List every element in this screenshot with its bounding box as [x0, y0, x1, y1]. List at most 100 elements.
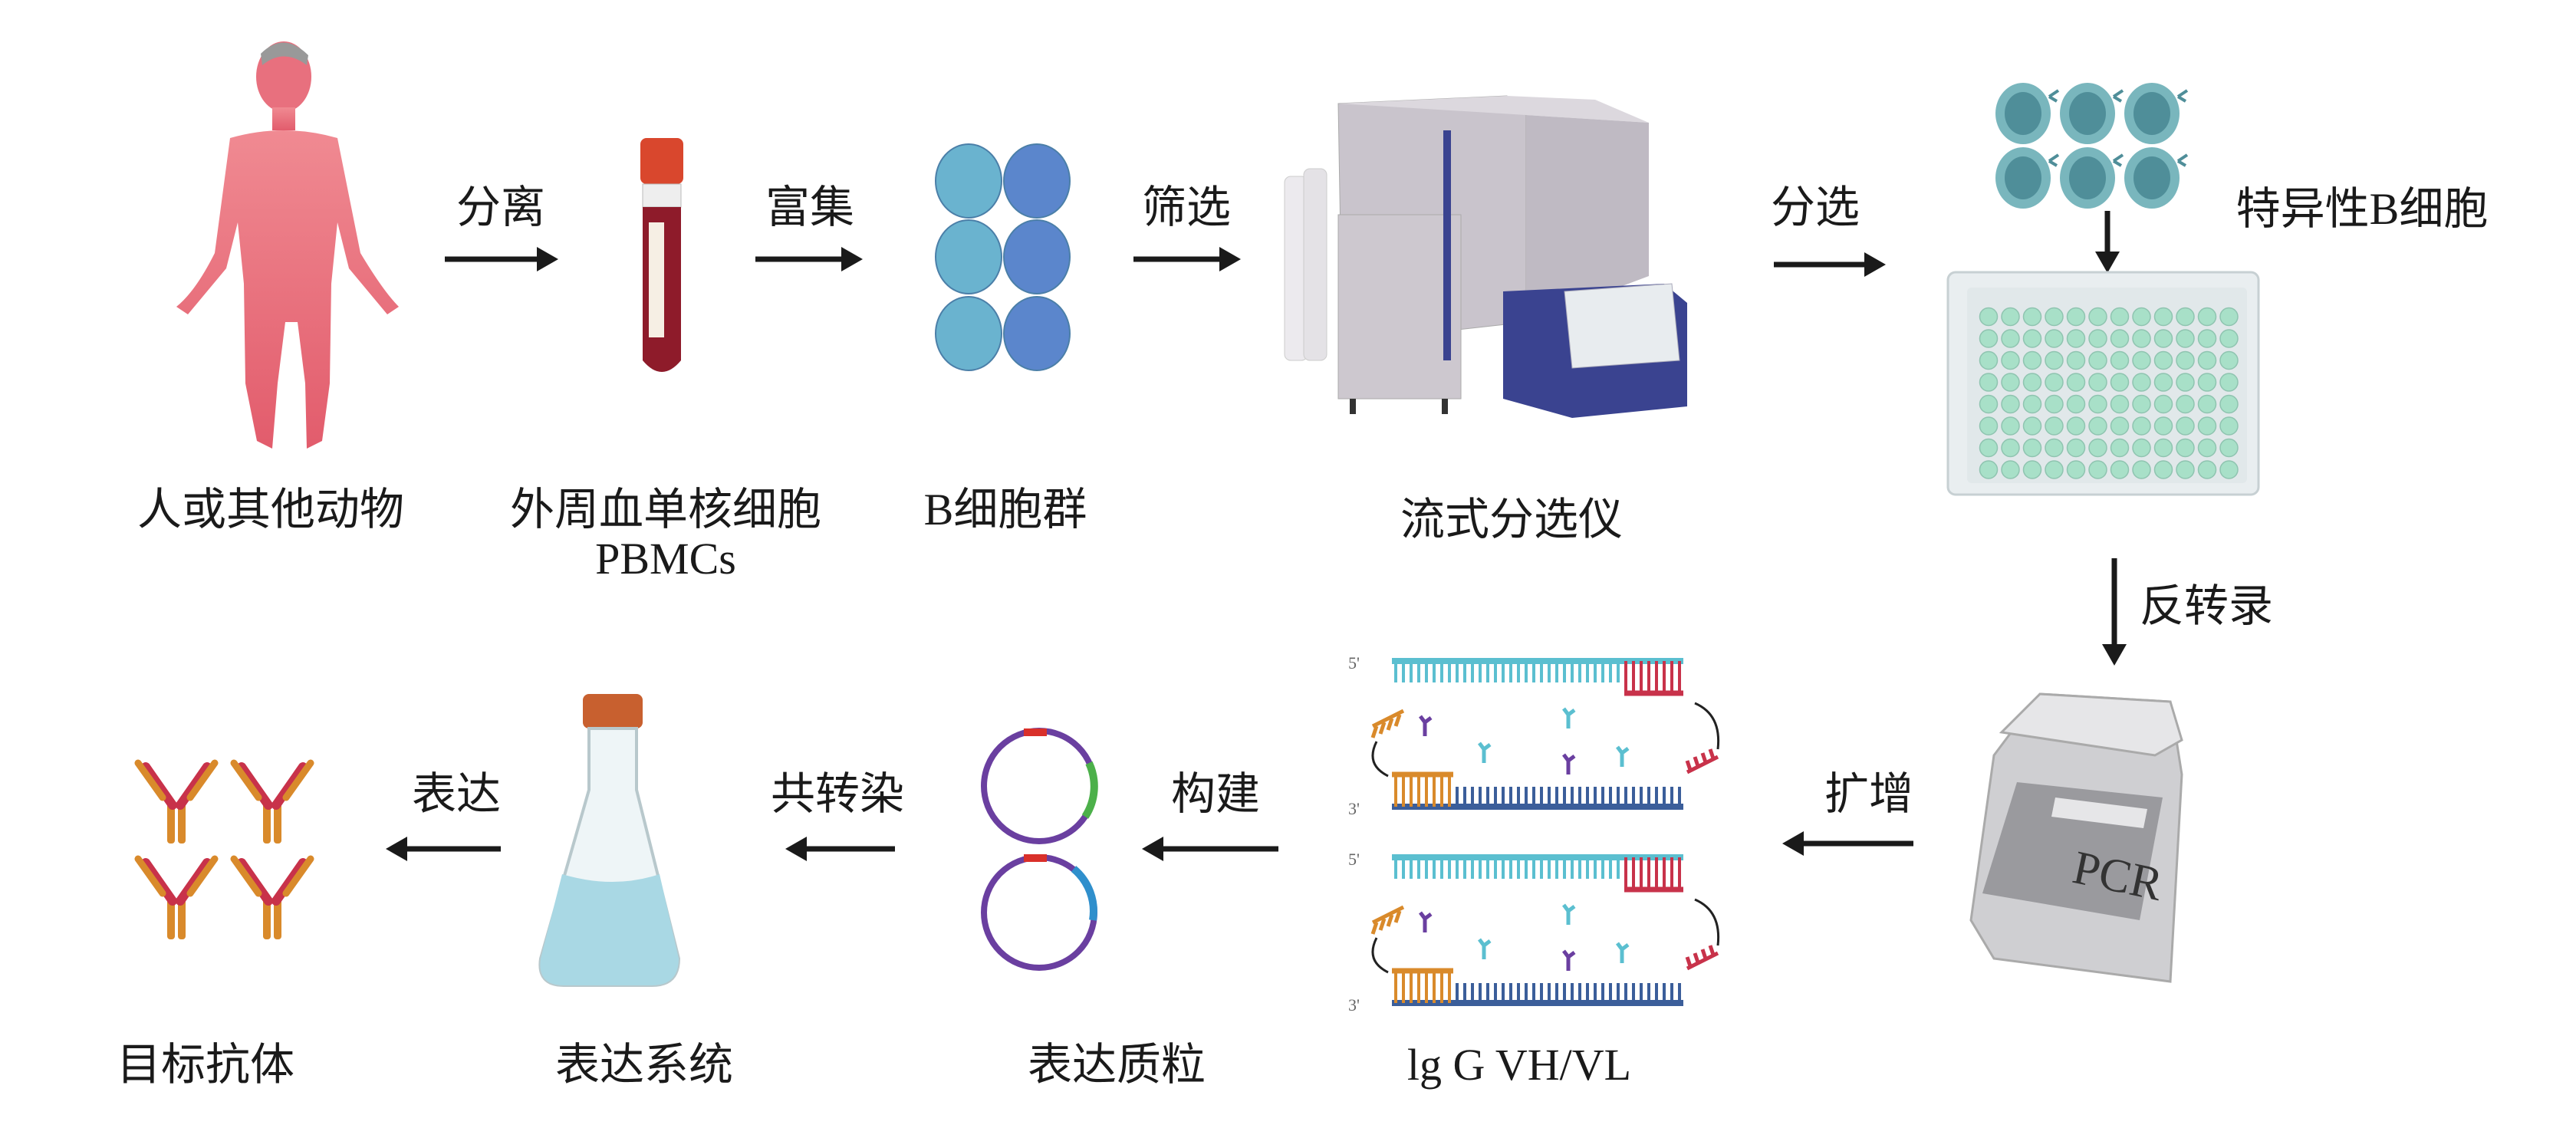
antibody	[230, 855, 314, 939]
well	[2176, 394, 2195, 414]
tube-sublabel: PBMCs	[595, 534, 736, 584]
well	[2022, 329, 2042, 348]
curved-arrow	[1371, 937, 1389, 974]
well	[2045, 307, 2064, 327]
well	[2066, 460, 2086, 479]
well	[2197, 416, 2217, 436]
antibody	[134, 759, 219, 844]
well	[2110, 394, 2130, 414]
well	[2001, 307, 2020, 327]
flask-label: 表达系统	[555, 1040, 733, 1090]
well	[2176, 438, 2195, 458]
well-plate-icon	[1946, 271, 2260, 496]
well	[1979, 350, 1999, 370]
well	[2022, 438, 2042, 458]
specific-b-cells-icon	[1995, 83, 2189, 209]
nucleotide	[1478, 742, 1492, 763]
b-cell-sphere	[935, 296, 1002, 371]
well	[2110, 438, 2130, 458]
plasmid-icon	[981, 728, 1098, 971]
curved-arrow	[1371, 741, 1389, 778]
b-cell-nucleus	[2134, 156, 2170, 199]
sorter-label: 流式分选仪	[1400, 495, 1623, 544]
well	[2219, 460, 2239, 479]
well	[2045, 350, 2064, 370]
well	[2045, 416, 2064, 436]
well	[2066, 438, 2086, 458]
well	[2088, 438, 2107, 458]
well	[2153, 460, 2173, 479]
well	[2110, 373, 2130, 392]
well	[2022, 416, 2042, 436]
free-primer	[1685, 748, 1719, 774]
well	[2022, 307, 2042, 327]
arrow-construct	[1142, 837, 1278, 861]
well	[2132, 329, 2151, 348]
human-figure-icon	[176, 41, 399, 449]
well	[2110, 350, 2130, 370]
well	[2153, 438, 2173, 458]
well	[2088, 394, 2107, 414]
arrow-screen	[1133, 247, 1241, 271]
well	[2197, 460, 2217, 479]
b-cell-population-icon	[935, 143, 1071, 371]
b-cell-sphere	[935, 219, 1002, 294]
free-primer	[1370, 709, 1405, 738]
step-reverse-transcription: 反转录	[2140, 581, 2273, 631]
well	[1979, 460, 1999, 479]
nucleotide	[1562, 707, 1576, 728]
well	[2066, 394, 2086, 414]
well	[2153, 329, 2173, 348]
b-cell-nucleus	[2134, 92, 2170, 135]
flow-sorter-icon	[1284, 95, 1687, 418]
receptor	[2112, 153, 2124, 167]
well	[2110, 307, 2130, 327]
well	[2001, 460, 2020, 479]
well	[2022, 373, 2042, 392]
well	[2088, 373, 2107, 392]
well	[2110, 416, 2130, 436]
well	[2001, 329, 2020, 348]
flask-icon	[538, 694, 681, 987]
receptor	[2048, 89, 2060, 103]
nucleotide	[1616, 745, 1630, 767]
well	[2219, 416, 2239, 436]
five-prime-label: 5'	[1348, 850, 1360, 869]
arrow-cotransfect	[785, 837, 895, 861]
nucleotide	[1562, 949, 1576, 971]
b-cell-nucleus	[2069, 156, 2106, 199]
step-express: 表达	[412, 769, 501, 819]
nucleotide	[1478, 938, 1492, 959]
three-prime-label: 3'	[1348, 799, 1360, 818]
well	[2132, 416, 2151, 436]
well	[2001, 394, 2020, 414]
antibody	[134, 855, 219, 939]
well	[2066, 350, 2086, 370]
arrow-reverse-transcription	[2102, 558, 2127, 666]
well	[2088, 460, 2107, 479]
well	[2022, 350, 2042, 370]
well	[2045, 329, 2064, 348]
well	[2219, 394, 2239, 414]
plasmid-label: 表达质粒	[1028, 1040, 1206, 1090]
well	[1979, 438, 1999, 458]
blood-tube-icon	[640, 138, 683, 372]
well	[2001, 416, 2020, 436]
well	[2001, 350, 2020, 370]
b-cell-sphere	[1003, 219, 1071, 294]
well	[2197, 307, 2217, 327]
receptor	[2048, 153, 2060, 167]
well	[2066, 373, 2086, 392]
antibody	[230, 759, 314, 844]
step-sort: 分选	[1771, 183, 1860, 232]
well	[2153, 394, 2173, 414]
curved-arrow	[1694, 898, 1720, 946]
step-cotransfect: 共转染	[771, 769, 904, 819]
well	[2001, 373, 2020, 392]
receptor	[2176, 153, 2189, 167]
arrow-amplify	[1782, 831, 1913, 856]
five-prime-label: 5'	[1348, 653, 1360, 673]
arrow-to-plate	[2095, 211, 2120, 273]
well	[2022, 460, 2042, 479]
